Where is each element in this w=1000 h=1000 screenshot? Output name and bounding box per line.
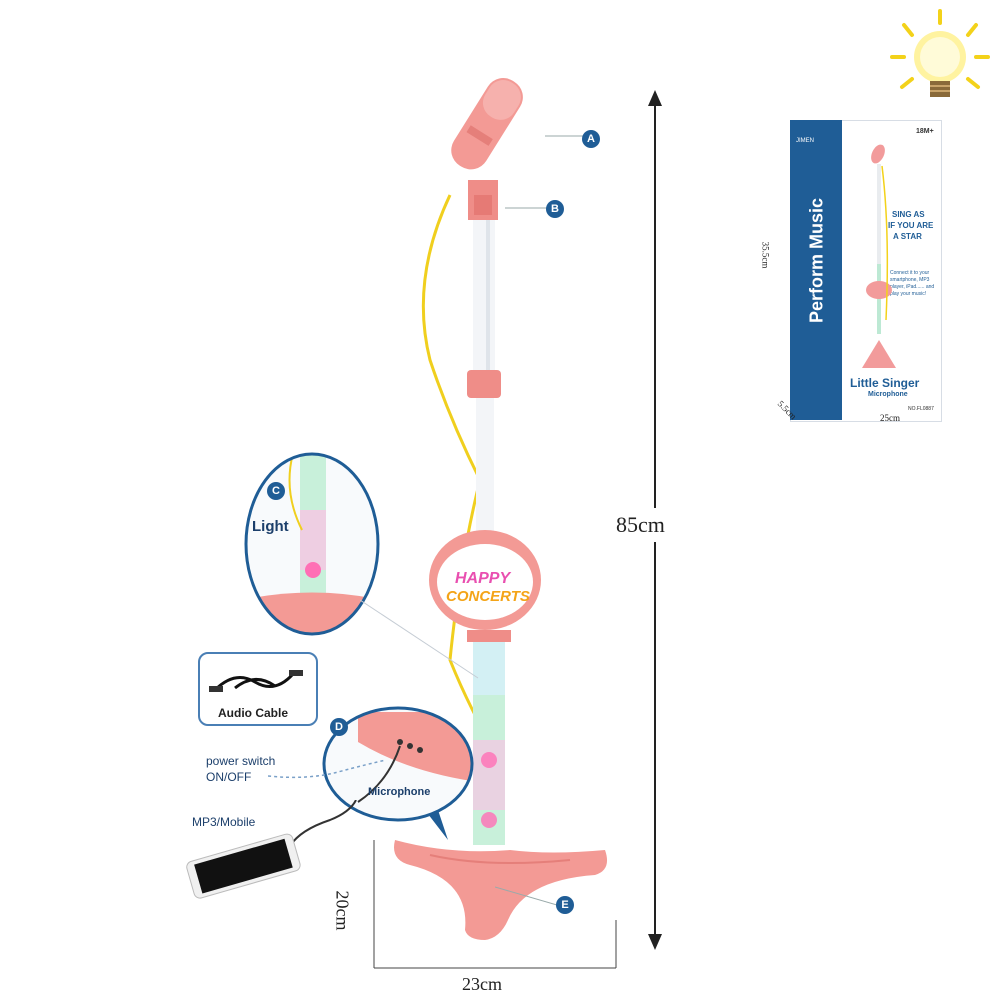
box-product-sub: Microphone: [868, 391, 908, 398]
box-tagline-2: IF YOU ARE: [888, 221, 934, 230]
box-tagline-3: A STAR: [893, 232, 922, 241]
box-connect-text: Connect it to your smartphone, MP3 playe…: [890, 270, 935, 297]
microphone-stand: [394, 78, 608, 940]
light-label: Light: [252, 518, 289, 535]
box-brand: JIMEN: [796, 138, 814, 144]
callout-e: E: [556, 896, 574, 914]
callout-a: A: [582, 130, 600, 148]
box-dim-height: 35.5cm: [760, 241, 771, 269]
sign-text-line1: HAPPY: [455, 570, 511, 587]
height-label: 85cm: [616, 508, 665, 542]
audio-cable-label: Audio Cable: [218, 706, 289, 720]
light-detail-oval: [244, 452, 380, 636]
box-dim-width: 25cm: [880, 413, 900, 423]
box-mic-image: [862, 144, 896, 368]
box-side-title: Perform Music: [806, 197, 827, 324]
base-dimension-lines: [373, 840, 617, 969]
light-connector-line: [360, 600, 479, 679]
callout-e-line: [495, 886, 557, 906]
box-model: NO.FL0887: [908, 406, 934, 412]
power-switch-line: [268, 759, 387, 779]
box-age: 18M+: [916, 128, 934, 135]
base-width-label: 23cm: [462, 974, 502, 994]
on-off-label: ON/OFF: [206, 770, 252, 784]
bulb-icon: [890, 9, 990, 97]
mp3-mobile-label: MP3/Mobile: [192, 815, 256, 829]
callout-a-line: [545, 135, 585, 137]
product-box: Perform Music JIMEN 18M+ SING AS IF YOU …: [790, 120, 942, 422]
box-tagline-1: SING AS: [892, 210, 925, 219]
box-side-panel: [790, 120, 842, 420]
callout-d: D: [330, 718, 348, 736]
callout-b: B: [546, 200, 564, 218]
microphone-label: Microphone: [368, 786, 431, 798]
box-product-name: Little Singer: [850, 376, 920, 390]
power-switch-label: power switch: [206, 754, 276, 768]
switch-detail-oval: [322, 706, 474, 840]
sign-text-line2: CONCERTS: [446, 588, 530, 605]
phone-icon: [186, 800, 357, 899]
callout-c: C: [267, 482, 285, 500]
callout-b-line: [505, 207, 547, 209]
audio-cable-icon: [209, 670, 303, 692]
